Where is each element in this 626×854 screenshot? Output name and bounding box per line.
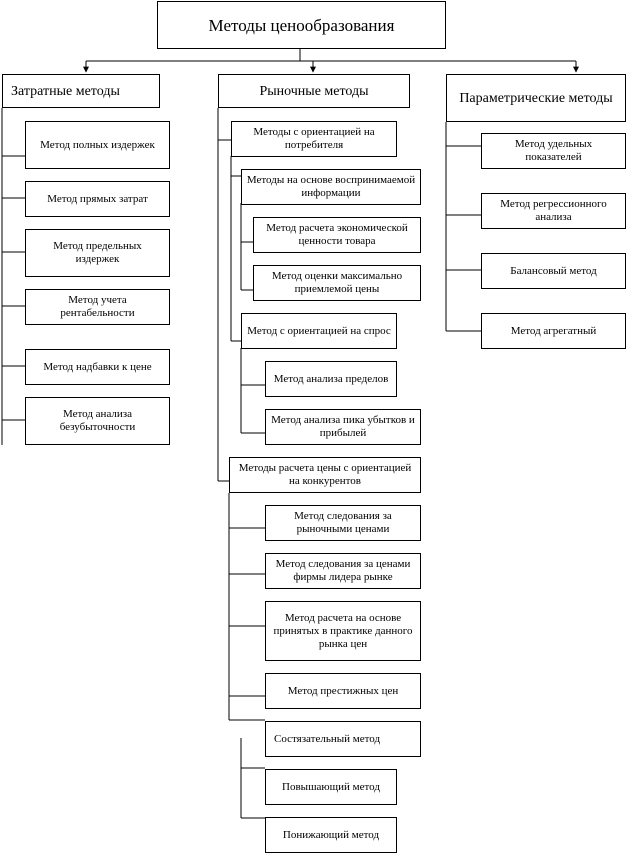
cost-method-box: Метод предельных издержек [25,229,170,277]
competitor-method-box: Метод следования за рыночными ценами [265,505,421,541]
diagram-title: Методы ценообразования [157,1,446,49]
competitor-method-box: Метод расчета на основе принятых в практ… [265,601,421,661]
demand-method-box: Метод анализа пика убытков и прибылей [265,409,421,445]
cost-method-box: Метод прямых затрат [25,181,170,217]
parametric-methods-header: Параметрические методы [446,74,626,122]
market-methods-header: Рыночные методы [218,74,410,108]
demand-method-box: Метод анализа пределов [265,361,397,397]
parametric-method-box: Метод удельных показателей [481,133,626,169]
competitor-methods-box: Методы расчета цены с ориентацией на кон… [229,457,421,493]
competitor-method-box: Метод престижных цен [265,673,421,709]
perceived-value-method-box: Метод оценки максимально приемлемой цены [253,265,421,301]
perceived-value-methods-box: Методы на основе воспринимаемой информац… [241,169,421,205]
competitor-method-box: Метод следования за ценами фирмы лидера … [265,553,421,589]
cost-method-box: Метод надбавки к цене [25,349,170,385]
perceived-value-method-box: Метод расчета экономической ценности тов… [253,217,421,253]
cost-method-box: Метод анализа безубыточности [25,397,170,445]
tender-method-box: Понижающий метод [265,817,397,853]
consumer-methods-box: Методы с ориентацией на потребителя [231,121,397,157]
cost-method-box: Метод полных издержек [25,121,170,169]
cost-methods-header: Затратные методы [2,74,160,108]
parametric-method-box: Метод регрессионного анализа [481,193,626,229]
demand-methods-box: Метод с ориентацией на спрос [241,313,397,349]
tender-method-box: Состязательный метод [265,721,421,757]
parametric-method-box: Метод агрегатный [481,313,626,349]
cost-method-box: Метод учета рентабельности [25,289,170,325]
parametric-method-box: Балансовый метод [481,253,626,289]
tender-method-box: Повышающий метод [265,769,397,805]
